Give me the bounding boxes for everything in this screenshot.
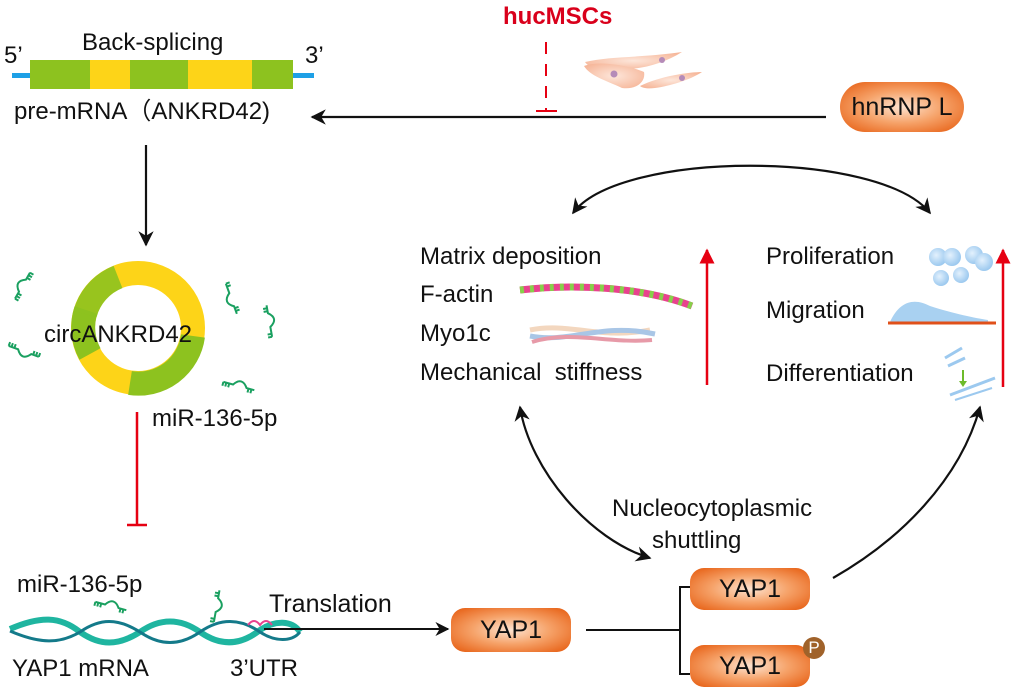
exon: [30, 60, 90, 89]
three-utr-label: 3’UTR: [230, 655, 299, 682]
yap1-phospho-node: YAP1: [690, 645, 810, 687]
phosphate-badge-label: P: [808, 638, 820, 657]
pre-mrna-bar: [12, 60, 314, 89]
hnrnp-l-label: hnRNP L: [851, 92, 953, 121]
migration-illustration: [888, 301, 996, 325]
exon: [90, 60, 130, 89]
yap1-active-node: YAP1: [690, 568, 810, 610]
inhibition-circ-to-mirna: [127, 412, 147, 527]
circ-mirna-label: miR-136-5p: [152, 405, 278, 432]
yap1-cytoplasm-node: YAP1: [451, 608, 571, 652]
function-item: Differentiation: [766, 360, 914, 387]
mechanics-item: Matrix deposition: [420, 243, 602, 270]
circ-rna-label: circANKRD42: [44, 321, 193, 348]
function-item: Migration: [766, 297, 865, 324]
mechanics-item: Myo1c: [420, 320, 491, 347]
translation-label: Translation: [269, 590, 392, 618]
yap1-cytoplasm-label: YAP1: [479, 615, 543, 644]
arrow-hnrnpl-to-effects: [572, 164, 931, 215]
yap1-active-label: YAP1: [718, 574, 782, 603]
exon: [252, 60, 293, 89]
yap1-mrna-label: YAP1 mRNA: [12, 655, 149, 682]
yap1-mrna-ribbon: [8, 616, 303, 646]
mrna-mirna-label: miR-136-5p: [17, 571, 143, 598]
exon: [188, 60, 252, 89]
pre-mrna-label: pre-mRNA（ANKRD42): [14, 98, 271, 125]
three-prime-label: 3’: [305, 42, 324, 69]
phosphate-badge: P: [803, 637, 825, 659]
inhibition-hucmscs: [536, 42, 557, 112]
yap1-phospho-label: YAP1: [718, 651, 782, 680]
circ-rna-ring: [71, 261, 205, 396]
mechanics-item: F-actin: [420, 281, 494, 308]
hnrnp-l-node: hnRNP L: [840, 82, 964, 132]
yap1-branch-bracket: [679, 586, 690, 675]
hucmscs-label: hucMSCs: [503, 3, 613, 30]
shuttling-label-line2: shuttling: [652, 527, 742, 554]
mirna-hairpins: [7, 271, 276, 623]
differentiation-illustration: [944, 346, 996, 401]
myo1c-illustration: [529, 325, 656, 344]
arrow-yap1-to-functions: [832, 405, 984, 579]
hucmscs-cells: [584, 52, 702, 89]
shuttling-label-line1: Nucleocytoplasmic: [612, 495, 813, 522]
arrow-mechanics-yap1: [514, 405, 652, 562]
f-actin-illustration: [519, 283, 694, 310]
mechanics-item: Mechanical stiffness: [420, 359, 643, 386]
proliferation-illustration: [929, 246, 993, 286]
five-prime-label: 5’: [4, 42, 23, 69]
flank-3prime: [292, 73, 314, 78]
back-splicing-label: Back-splicing: [82, 29, 224, 56]
exon: [130, 60, 188, 89]
function-item: Proliferation: [766, 243, 895, 270]
flank-5prime: [12, 73, 32, 78]
